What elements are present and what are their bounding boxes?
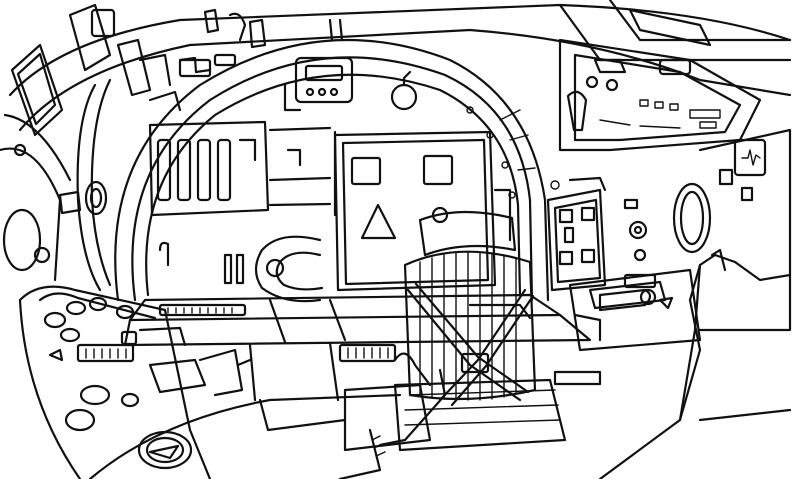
ceiling-frame <box>8 0 792 132</box>
arch-top-instruments <box>178 56 418 112</box>
left-wall-panel <box>0 78 112 292</box>
right-ceiling-panels <box>558 8 762 152</box>
right-wall <box>672 128 792 332</box>
right-console <box>553 268 702 386</box>
pilot-seat <box>393 210 567 452</box>
foreground-front <box>88 248 792 479</box>
back-wall <box>148 120 337 217</box>
left-ceiling-screens <box>10 3 116 137</box>
right-button-panel <box>546 176 648 292</box>
hatch-wheel <box>158 235 324 303</box>
central-door <box>333 130 512 292</box>
back-console <box>123 293 592 402</box>
